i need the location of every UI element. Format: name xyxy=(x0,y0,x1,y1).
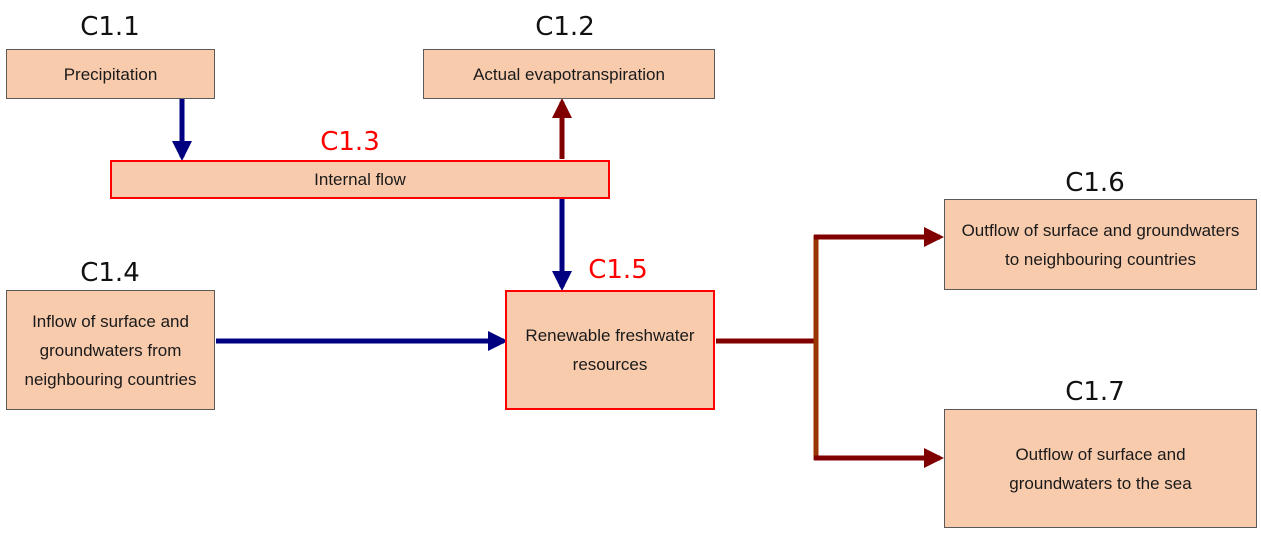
node-label: Precipitation xyxy=(63,64,158,84)
node-code-c1-2: C1.2 xyxy=(535,12,595,42)
node-label: Renewable freshwater resources xyxy=(525,326,695,374)
node-label: Internal flow xyxy=(314,170,406,189)
node-label: Outflow of surface and groundwaters to t… xyxy=(1009,444,1192,493)
node-code-c1-7: C1.7 xyxy=(1065,377,1125,407)
node-outflow-to-neighbours[interactable]: Outflow of surface and groundwaters to n… xyxy=(944,199,1257,290)
node-code-c1-6: C1.6 xyxy=(1065,168,1125,198)
node-internal-flow[interactable]: Internal flow xyxy=(110,160,610,199)
node-code-c1-5: C1.5 xyxy=(588,255,648,285)
node-actual-evapotranspiration[interactable]: Actual evapotranspiration xyxy=(423,49,715,99)
node-renewable-freshwater-resources[interactable]: Renewable freshwater resources xyxy=(505,290,715,410)
node-inflow-from-neighbours[interactable]: Inflow of surface and groundwaters from … xyxy=(6,290,215,410)
node-outflow-to-sea[interactable]: Outflow of surface and groundwaters to t… xyxy=(944,409,1257,528)
node-code-c1-1: C1.1 xyxy=(80,12,140,42)
node-label: Actual evapotranspiration xyxy=(473,64,665,84)
node-code-c1-3: C1.3 xyxy=(320,127,380,157)
node-code-c1-4: C1.4 xyxy=(80,258,140,288)
node-label: Inflow of surface and groundwaters from … xyxy=(24,311,197,389)
node-precipitation[interactable]: Precipitation xyxy=(6,49,215,99)
node-label: Outflow of surface and groundwaters to n… xyxy=(961,220,1240,269)
